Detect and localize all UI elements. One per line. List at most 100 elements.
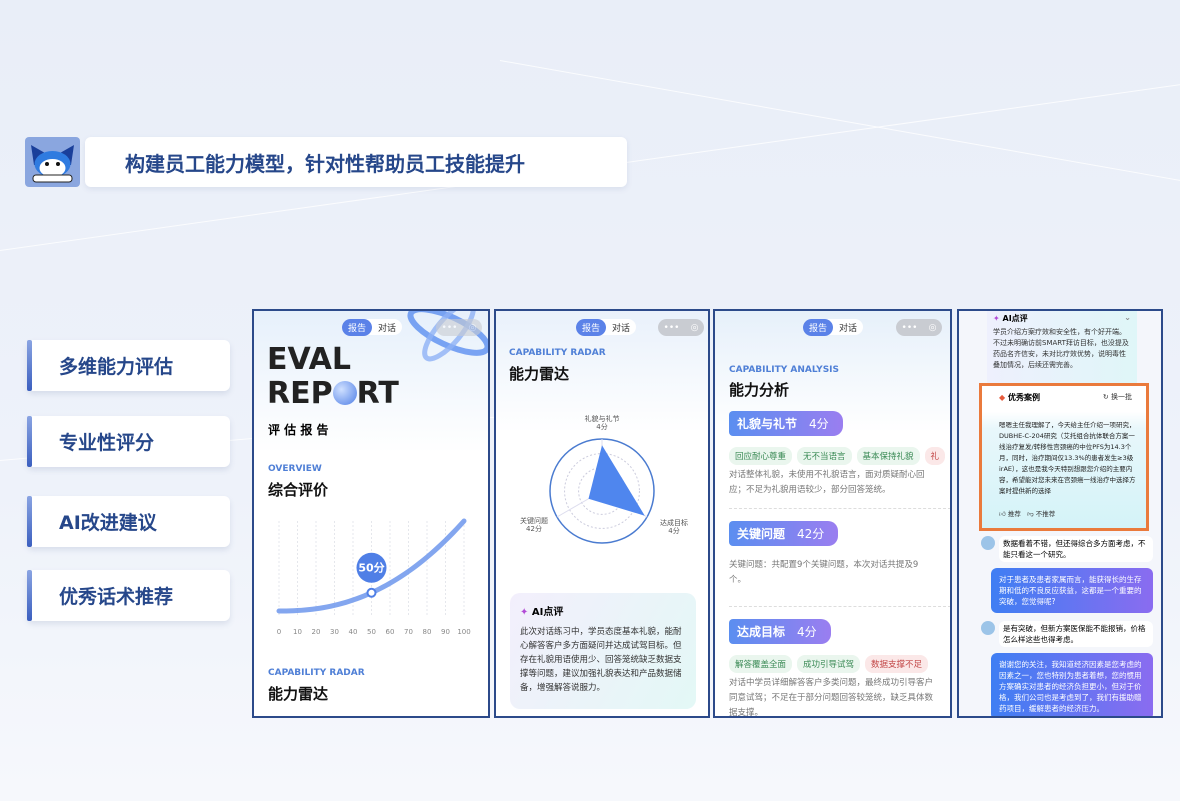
mini-program-capsule[interactable]: ••• ◎ (658, 319, 704, 336)
radar-axis-score: 42分 (526, 524, 542, 533)
ai-review-text: 此次对话练习中，学员态度基本礼貌，能耐心解答客户多方面疑问并达成试驾目标。但存在… (520, 627, 682, 693)
avatar (981, 536, 995, 550)
message-text: 是有突破，但新方案医保能不能报销，价格怎么样这些也得考虑。 (999, 621, 1153, 647)
page-header: 构建员工能力模型，针对性帮助员工技能提升 (85, 137, 627, 187)
report-subtitle: 评 估 报 告 (268, 423, 329, 437)
more-icon[interactable]: ••• (663, 322, 680, 333)
tag: 礼 (924, 447, 946, 465)
feature-tab-professional[interactable]: 专业性评分 (27, 416, 230, 467)
feature-label: 专业性评分 (59, 432, 155, 454)
score-bubble (356, 552, 387, 583)
radar-axis-label: 关键问题 (520, 516, 548, 525)
excellent-case-card: ◆ 优秀案例 ↻ 换一批 嗯嗯主任我理解了，今天给主任介绍一项研究，DUBHE-… (979, 383, 1149, 531)
chat-message-rep: 对于患者及患者家属而言，能获得长的生存期和低的不良反应获益，这都是一个重要的突破… (991, 568, 1153, 613)
tag: 数据支撑不足 (865, 655, 929, 673)
case-text: 嗯嗯主任我理解了，今天给主任介绍一项研究，DUBHE-C-204研究（艾托组合抗… (999, 421, 1136, 495)
x-tick-label: 10 (293, 628, 302, 636)
feature-tab-script-recommend[interactable]: 优秀话术推荐 (27, 570, 230, 621)
chat-message-doctor: 数据看着不错，但还得综合多方面考虑，不能只看这一个研究。 (981, 536, 1153, 562)
tag: 基本保持礼貌 (856, 447, 920, 465)
chat-message-doctor: 是有突破，但新方案医保能不能报销，价格怎么样这些也得考虑。 (981, 621, 1153, 647)
header-title: 构建员工能力模型，针对性帮助员工技能提升 (125, 151, 525, 176)
tab-chat[interactable]: 对话 (378, 323, 397, 334)
ai-review-title: AI点评 (1002, 314, 1028, 323)
close-icon[interactable]: ◎ (468, 322, 477, 333)
x-tick-label: 30 (330, 628, 339, 636)
section-desc: 对话整体礼貌，未使用不礼貌语言，面对质疑耐心回应；不足为礼貌用语较少，部分回答笼… (729, 470, 925, 495)
sparkle-icon: ✦ (520, 607, 529, 618)
radar-heading: 能力雷达 (509, 365, 570, 383)
overview-heading: 综合评价 (268, 481, 329, 499)
analysis-heading: 能力分析 (729, 381, 790, 399)
case-title: 优秀案例 (1007, 393, 1040, 402)
chat-screen: ✦ AI点评⌄ 学员介绍方案疗效和安全性，有个好开端。不过未明确访前SMART拜… (957, 309, 1163, 718)
feature-tab-multidim[interactable]: 多维能力评估 (27, 340, 230, 391)
more-icon[interactable]: ••• (441, 322, 458, 333)
mascot-logo (25, 137, 80, 187)
eval-title: EVAL (267, 342, 352, 377)
avatar (981, 621, 995, 635)
radar-axis-label: 达成目标 (660, 518, 688, 527)
more-icon[interactable]: ••• (901, 322, 918, 333)
mini-program-capsule[interactable]: ••• ◎ (896, 319, 942, 336)
view-switch[interactable]: 报告对话 (803, 318, 864, 336)
x-tick-label: 40 (349, 628, 358, 636)
tag: 成功引导试驾 (797, 655, 861, 673)
tab-report[interactable]: 报告 (342, 318, 373, 336)
message-text: 数据看着不错，但还得综合多方面考虑，不能只看这一个研究。 (999, 536, 1153, 562)
tag: 无不当语言 (797, 447, 852, 465)
close-icon[interactable]: ◎ (690, 322, 699, 333)
x-tick-label: 60 (386, 628, 395, 636)
refresh-button[interactable]: ↻ 换一批 (1102, 393, 1132, 401)
x-tick-label: 20 (312, 628, 321, 636)
radar-label: CAPABILITY RADAR (509, 348, 606, 358)
ai-review-card: ✦ AI点评 此次对话练习中，学员态度基本礼貌，能耐心解答客户多方面疑问并达成试… (510, 593, 696, 709)
radar-label: CAPABILITY RADAR (268, 668, 365, 678)
dislike-button[interactable]: 👎︎ 不推荐 (1027, 510, 1056, 518)
like-button[interactable]: 👍︎ 推荐 (999, 510, 1021, 518)
feature-label: AI改进建议 (59, 512, 157, 534)
radar-axis-label: 礼貌与礼节 (585, 414, 620, 423)
refresh-icon: ↻ (1102, 393, 1109, 401)
close-icon[interactable]: ◎ (928, 322, 937, 333)
feature-label: 优秀话术推荐 (59, 586, 174, 608)
section-desc: 关键问题：共配置9个关键问题，本次对话共提及9个。 (729, 560, 919, 585)
radar-heading: 能力雷达 (268, 685, 329, 703)
feature-tab-ai-suggestion[interactable]: AI改进建议 (27, 496, 230, 547)
chevron-down-icon[interactable]: ⌄ (1124, 313, 1131, 322)
chat-message-rep: 谢谢您的关注，我知道经济因素是您考虑的因素之一，您也特别为患者着想，您的惯用方案… (991, 653, 1153, 716)
radar-area (588, 445, 645, 516)
x-tick-label: 70 (404, 628, 413, 636)
capability-analysis-screen: 报告对话 ••• ◎ CAPABILITY ANALYSIS 能力分析 礼貌与礼节… (713, 309, 952, 718)
x-tick-label: 100 (457, 628, 470, 636)
analysis-label: CAPABILITY ANALYSIS (729, 365, 840, 375)
tab-report[interactable]: 报告 (803, 318, 834, 336)
x-tick-label: 50 (367, 628, 376, 636)
tab-report[interactable]: 报告 (576, 318, 607, 336)
x-tick-label: 0 (277, 628, 281, 636)
radar-axis-score: 4分 (596, 422, 607, 431)
overview-label: OVERVIEW (268, 464, 322, 474)
ai-review-card: ✦ AI点评⌄ 学员介绍方案疗效和安全性，有个好开端。不过未明确访前SMART拜… (987, 311, 1137, 387)
mini-program-capsule[interactable]: ••• ◎ (436, 319, 482, 336)
tag: 解答覆盖全面 (729, 655, 793, 673)
view-switch[interactable]: 报告对话 (342, 318, 403, 336)
view-switch[interactable]: 报告对话 (576, 318, 637, 336)
tab-chat[interactable]: 对话 (839, 323, 858, 334)
tab-chat[interactable]: 对话 (612, 323, 631, 334)
case-icon: ◆ (999, 393, 1006, 402)
ai-review-text: 学员介绍方案疗效和安全性，有个好开端。不过未明确访前SMART拜访目标，也没提及… (993, 328, 1129, 369)
section-desc: 对话中学员详细解答客户多类问题，最终成功引导客户同意试驾；不足在于部分问题回答较… (729, 678, 934, 718)
feature-label: 多维能力评估 (59, 356, 174, 378)
ai-review-title: AI点评 (531, 607, 564, 618)
